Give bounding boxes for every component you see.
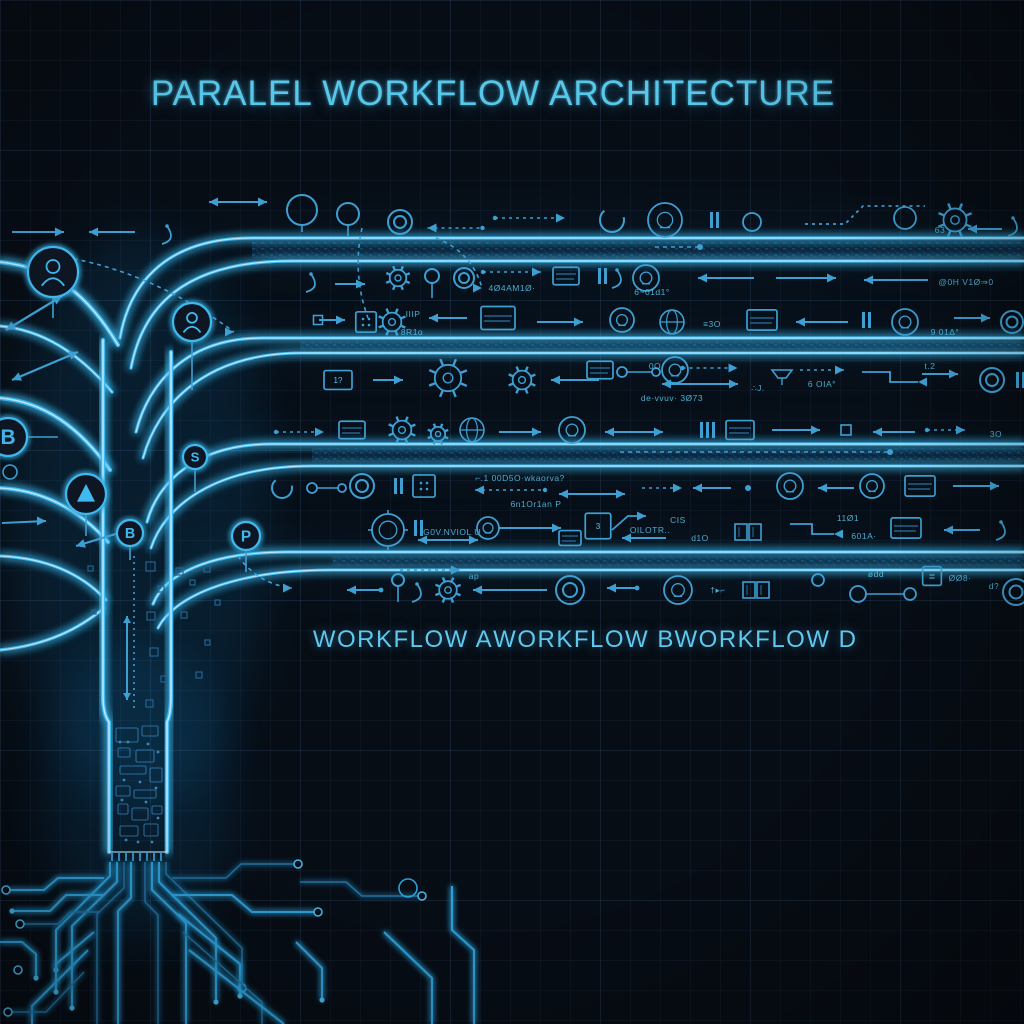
svg-text:⌐.1 00D5O·wkaorva?: ⌐.1 00D5O·wkaorva? — [475, 473, 565, 483]
left-branches — [0, 259, 121, 652]
svg-text:IIIP: IIIP — [406, 309, 421, 319]
svg-text:t.2: t.2 — [925, 361, 936, 371]
svg-text:63: 63 — [935, 225, 945, 235]
lane-2-line — [129, 259, 1024, 370]
svg-text:G0V.NVIOL U: G0V.NVIOL U — [423, 527, 481, 537]
svg-text:B: B — [125, 526, 135, 542]
lane-7-line — [151, 550, 1024, 606]
svg-text:1?: 1? — [334, 376, 343, 385]
svg-text:∴J.: ∴J. — [751, 383, 765, 393]
icon-row-8: ap †▸⌐ ødd ≣ ØØ8· d? — [347, 565, 1024, 606]
badge-b: B — [0, 416, 58, 458]
svg-text:11Ø1: 11Ø1 — [837, 513, 859, 523]
workflow-a-label: WORKFLOW A — [312, 626, 494, 653]
badge-person — [171, 301, 213, 390]
badge-person — [26, 245, 80, 318]
svg-text:≣: ≣ — [929, 572, 936, 581]
svg-text:d?: d? — [989, 581, 999, 591]
svg-text:S: S — [191, 450, 200, 465]
svg-text:OILOTR..: OILOTR.. — [630, 525, 670, 535]
icon-row-2: 4Ø4AM1Ø· 6~01d1° @0H V1Ø⇒0 — [305, 264, 993, 298]
workflow-lanes — [118, 236, 1024, 630]
node-badges: S B B P — [0, 245, 262, 572]
svg-text:3O: 3O — [990, 429, 1002, 439]
svg-text:0O: 0O — [649, 361, 661, 371]
svg-text:†▸⌐: †▸⌐ — [710, 585, 725, 595]
badge-triangle — [64, 472, 108, 536]
svg-text:de·vvuv· 3Ø73: de·vvuv· 3Ø73 — [641, 393, 703, 403]
diagram-title: PARALEL WORKFLOW ARCHITECTURE — [150, 74, 836, 113]
icon-row-5: 3O — [273, 416, 1002, 445]
icon-row-3: IIIP 8R1o ≡3O 9 01Δ° — [312, 305, 1024, 337]
icon-row-6: ⌐.1 00D5O·wkaorva? 6n1Or1an P — [271, 472, 999, 509]
circuit-roots — [0, 859, 476, 1024]
svg-text:≡3O: ≡3O — [703, 319, 721, 329]
badge-p: P — [230, 520, 262, 572]
svg-text:@0H V1Ø⇒0: @0H V1Ø⇒0 — [938, 277, 993, 287]
svg-text:6 OIA°: 6 OIA° — [808, 379, 836, 389]
lane-3-line — [134, 336, 1024, 434]
svg-text:601A·: 601A· — [851, 531, 876, 541]
svg-text:ap: ap — [469, 571, 479, 581]
svg-text:6~01d1°: 6~01d1° — [634, 287, 670, 297]
left-branch-4 — [0, 486, 110, 544]
svg-text:6n1Or1an P: 6n1Or1an P — [511, 499, 562, 509]
svg-text:ødd: ødd — [868, 569, 884, 579]
icon-row-4: 1? 0O de·vvuv· 3Ø73 ∴J. 6 OIA° t.2 — [323, 356, 1024, 403]
svg-text:d1O: d1O — [691, 533, 709, 543]
svg-text:4Ø4AM1Ø·: 4Ø4AM1Ø· — [489, 283, 536, 293]
tree-trunk — [87, 337, 221, 855]
badge-s: S — [181, 443, 209, 492]
left-branch-3 — [0, 395, 113, 473]
icon-row-7: G0V.NVIOL U 3 OILOTR..CIS d1O 11Ø1 601A· — [368, 510, 1006, 550]
badge-b: B — [115, 518, 145, 560]
trunk-chip — [111, 725, 163, 861]
lane-1-line — [118, 236, 1024, 340]
svg-text:ØØ8·: ØØ8· — [949, 573, 972, 583]
svg-text:B: B — [0, 426, 15, 449]
left-branch-5 — [0, 554, 108, 602]
svg-text:P: P — [241, 528, 251, 545]
lane-8-line — [156, 568, 1024, 630]
svg-text:8R1o: 8R1o — [401, 327, 423, 337]
svg-text:3: 3 — [596, 522, 601, 531]
icon-row-1: 63 — [12, 194, 1018, 245]
lane-4-line — [141, 351, 1024, 460]
svg-text:9 01Δ°: 9 01Δ° — [931, 327, 960, 337]
lane-6-line — [149, 464, 1024, 550]
svg-text:CIS: CIS — [670, 515, 686, 525]
workflow-b-label: WORKFLOW B — [493, 626, 675, 653]
workflow-d-label: WORKFLOW D — [674, 626, 858, 653]
